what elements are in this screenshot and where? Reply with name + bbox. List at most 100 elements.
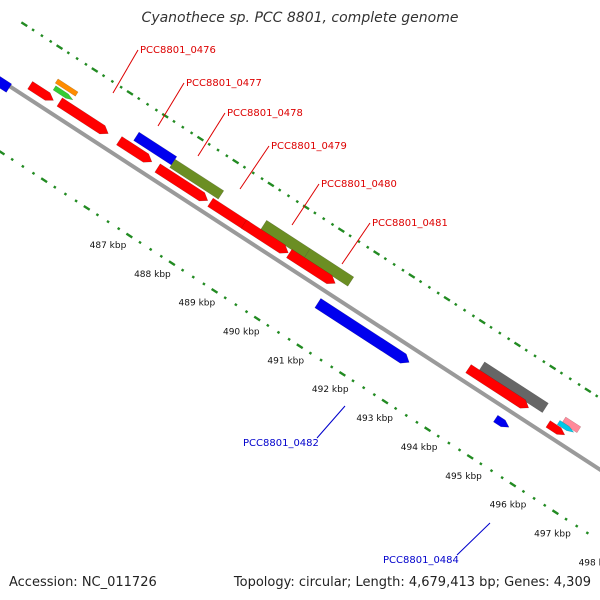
tick-mark (533, 354, 537, 358)
gene-arrow (465, 364, 530, 409)
tick-mark (383, 257, 388, 261)
gene-arrow (493, 414, 510, 428)
kbp-label: 497 kbp (534, 530, 571, 540)
tick-mark (509, 481, 517, 488)
tick-mark (286, 194, 291, 198)
tick-mark (75, 56, 79, 61)
tick-mark (351, 379, 355, 383)
gene-arrow (240, 219, 289, 254)
gene-arrow (54, 78, 79, 97)
tick-mark (84, 62, 88, 66)
tick-mark (232, 158, 240, 165)
gene-features (0, 76, 582, 436)
tick-mark (116, 226, 121, 231)
accession-label: Accession: NC_011726 (9, 575, 157, 590)
tick-mark (295, 199, 299, 204)
gene-arrow (154, 163, 209, 202)
tick-mark (95, 213, 100, 217)
tick-mark (466, 453, 474, 460)
tick-mark (110, 79, 115, 84)
tick-mark (319, 358, 323, 362)
gene-label: PCC8801_0482 (243, 438, 319, 449)
tick-mark (202, 282, 206, 286)
tick-mark (521, 489, 526, 494)
tick-mark (564, 517, 568, 521)
kbp-label: 491 kbp (267, 356, 304, 366)
gene-label: PCC8801_0477 (186, 78, 262, 89)
tick-mark (524, 348, 528, 352)
outer-tick-track (20, 21, 599, 398)
tick-mark (260, 176, 264, 181)
tick-mark (498, 331, 502, 335)
tick-mark (478, 318, 486, 325)
tick-mark (196, 135, 205, 142)
tick-mark (361, 386, 366, 390)
gene-label: PCC8801_0479 (271, 141, 347, 152)
tick-mark (145, 102, 150, 106)
tick-mark (148, 247, 153, 252)
tick-mark (101, 74, 106, 78)
tick-mark (330, 222, 335, 227)
tick-mark (83, 204, 91, 211)
tick-mark (21, 164, 25, 169)
gene-label: PCC8801_0481 (372, 218, 448, 229)
tick-mark (55, 44, 64, 51)
tick-mark (436, 434, 440, 438)
kbp-label: 487 kbp (90, 241, 127, 251)
tick-mark (338, 370, 346, 377)
tick-mark (489, 325, 493, 330)
tick-mark (506, 337, 511, 341)
tick-mark (223, 296, 227, 300)
tick-mark (119, 85, 123, 89)
tick-mark (500, 475, 504, 480)
kbp-label: 496 kbp (490, 501, 527, 511)
tick-mark (234, 303, 238, 307)
tick-mark (313, 211, 317, 215)
tick-mark (267, 181, 275, 188)
tick-mark (66, 51, 71, 55)
tick-mark (225, 154, 229, 158)
tick-mark (443, 295, 451, 302)
gene-label: PCC8801_0478 (227, 108, 303, 119)
tick-mark (568, 377, 572, 381)
tick-mark (253, 315, 261, 322)
tick-mark (418, 279, 423, 284)
tick-mark (74, 199, 78, 203)
tick-mark (31, 171, 36, 175)
gene-arrow (314, 298, 410, 364)
tick-mark (126, 89, 134, 96)
tick-mark (138, 240, 142, 245)
tick-mark (189, 131, 194, 135)
tick-mark (287, 337, 291, 341)
tick-mark (159, 254, 164, 258)
tick-mark (266, 323, 270, 328)
tick-mark (471, 314, 476, 318)
tick-mark (415, 420, 419, 424)
tick-mark (574, 524, 579, 528)
tick-mark (251, 171, 255, 175)
label-leader-line (291, 183, 320, 226)
tick-mark (513, 341, 522, 348)
tick-mark (154, 108, 159, 112)
gene-arrow (0, 76, 13, 93)
tick-mark (308, 351, 313, 355)
kbp-label: 492 kbp (312, 385, 349, 395)
tick-mark (106, 220, 110, 224)
tick-mark (559, 371, 564, 375)
tick-mark (454, 302, 458, 307)
tick-mark (53, 185, 57, 189)
kbp-label: 490 kbp (223, 327, 260, 337)
gene-arrow (116, 136, 153, 163)
tick-mark (0, 150, 6, 156)
label-leader-line (341, 222, 371, 265)
tick-mark (10, 157, 14, 162)
tick-mark (172, 119, 176, 124)
gene-arrow (556, 420, 575, 433)
tick-mark (594, 394, 599, 398)
tick-mark (408, 272, 416, 279)
tick-mark (366, 245, 370, 249)
genome-backbone (0, 77, 600, 473)
